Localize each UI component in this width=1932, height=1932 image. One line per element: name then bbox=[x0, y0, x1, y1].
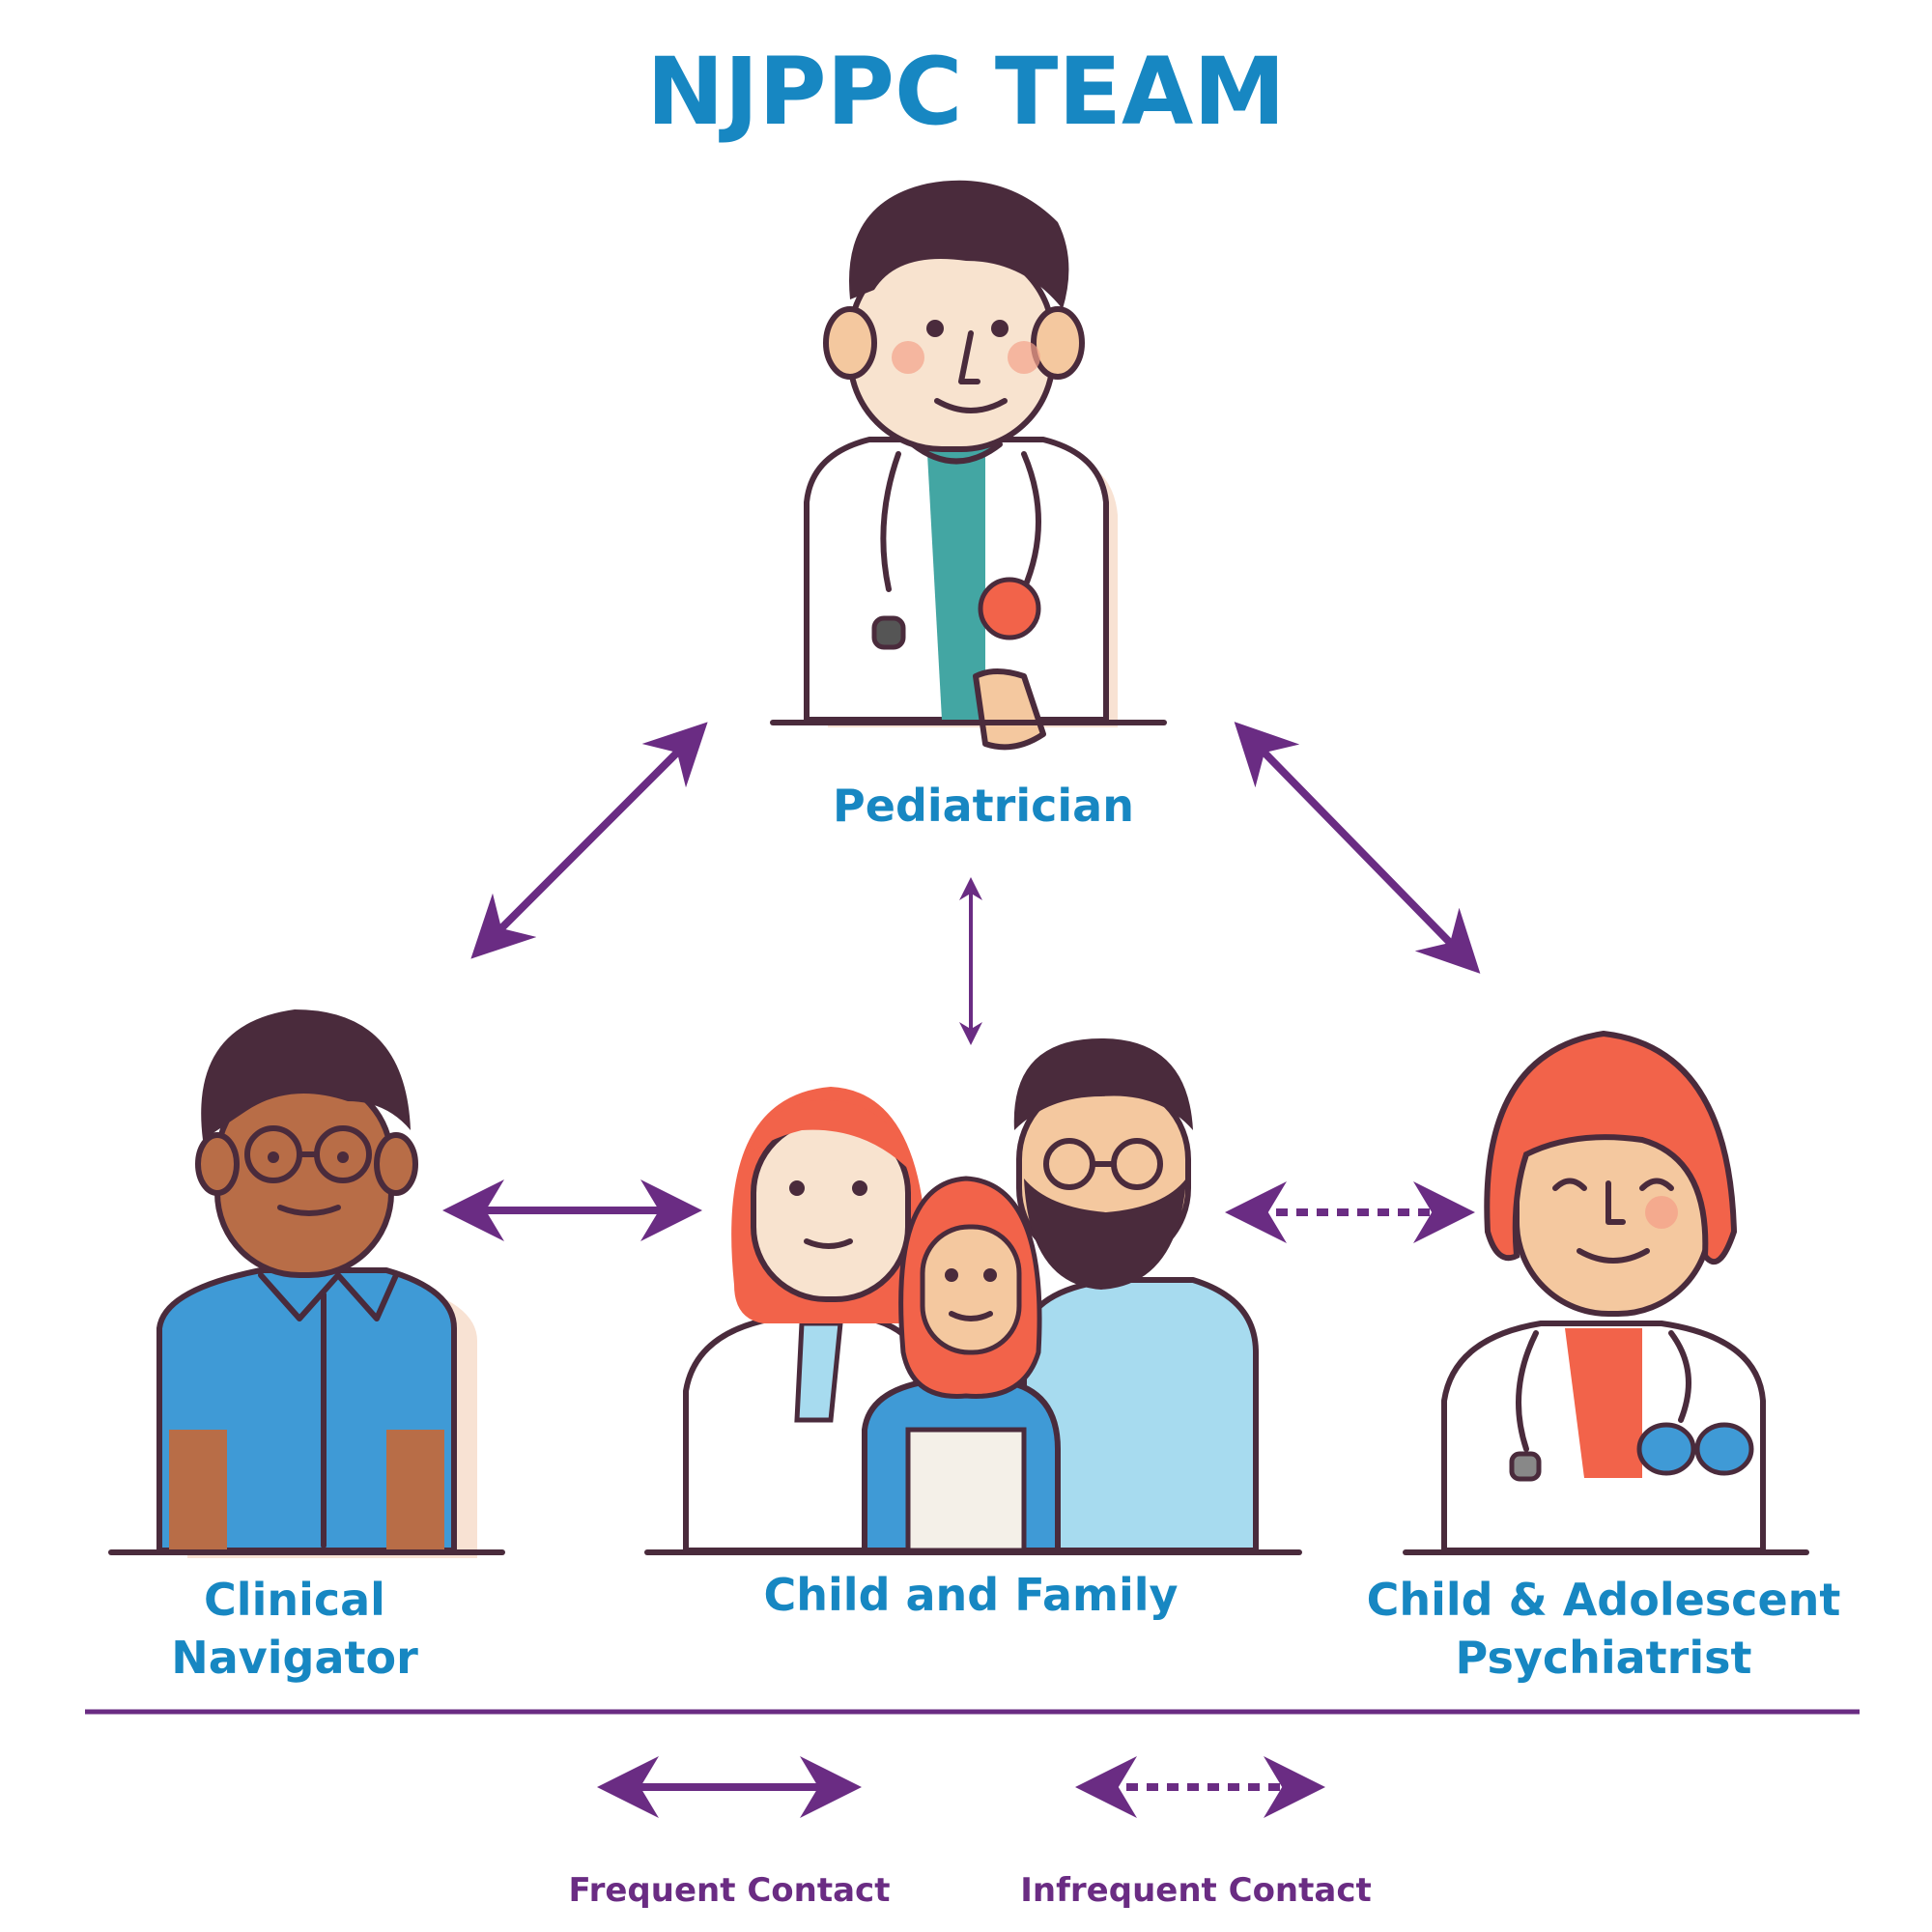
label-navigator-line1: Clinical bbox=[204, 1574, 385, 1626]
legend-infrequent-label: Infrequent Contact bbox=[1020, 1871, 1372, 1910]
arrow-pediatrician-navigator bbox=[470, 722, 708, 959]
page-title: NJPPC TEAM bbox=[646, 38, 1286, 146]
arrow-pediatrician-psychiatrist bbox=[1234, 722, 1481, 974]
label-psychiatrist-line2: Psychiatrist bbox=[1456, 1632, 1752, 1684]
legend-frequent-label: Frequent Contact bbox=[569, 1871, 891, 1910]
label-psychiatrist-line1: Child & Adolescent bbox=[1367, 1574, 1841, 1626]
pediatrician-figure bbox=[770, 180, 1167, 751]
label-pediatrician: Pediatrician bbox=[833, 780, 1134, 832]
label-child-and-family: Child and Family bbox=[764, 1569, 1179, 1621]
psychiatrist-figure bbox=[1403, 1030, 1809, 1555]
clinical-navigator-figure bbox=[108, 1009, 505, 1558]
label-navigator-line2: Navigator bbox=[171, 1632, 418, 1684]
child-and-family-figure bbox=[644, 1038, 1302, 1555]
